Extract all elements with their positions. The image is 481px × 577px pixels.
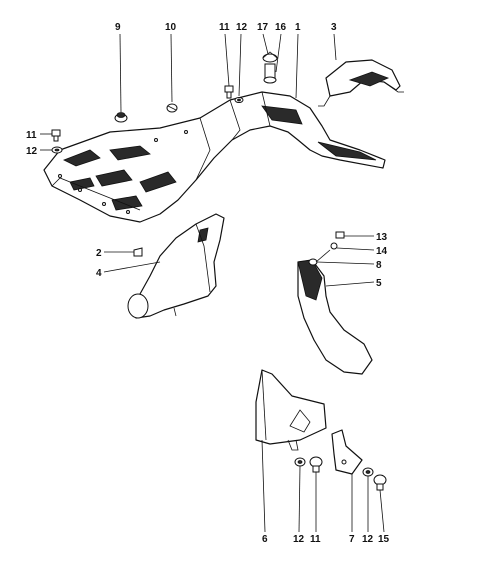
callout-7: 7 xyxy=(349,534,355,545)
bolt-11-bottom xyxy=(309,456,323,473)
washer-12-bottom-left xyxy=(294,457,306,467)
callout-2: 2 xyxy=(96,248,102,259)
hardware-13-14-8 xyxy=(308,231,345,266)
washer-12-left xyxy=(51,146,63,154)
callout-1: 1 xyxy=(295,22,301,33)
callout-14: 14 xyxy=(376,246,388,257)
callout-13: 13 xyxy=(376,232,388,243)
bolt-11-left xyxy=(51,129,61,142)
bolt-15 xyxy=(373,474,387,491)
grommet-9 xyxy=(114,112,128,123)
washer-12-top xyxy=(234,97,244,103)
leader-lines xyxy=(40,33,385,533)
callout-5: 5 xyxy=(376,278,382,289)
callout-6: 6 xyxy=(262,534,268,545)
callout-3: 3 xyxy=(331,22,337,33)
callout-11-left: 11 xyxy=(26,130,37,141)
plug-10 xyxy=(166,103,178,113)
callout-9: 9 xyxy=(115,22,121,33)
callout-15: 15 xyxy=(378,534,390,545)
part-4-air-duct xyxy=(127,213,225,319)
clip-17 xyxy=(262,51,278,63)
callout-labels: 9 10 11 12 17 16 3 1 11 12 2 4 13 14 8 5… xyxy=(26,22,390,545)
callout-12-bottom-b: 12 xyxy=(362,534,374,545)
callout-16: 16 xyxy=(275,22,287,33)
callout-11: 11 xyxy=(219,22,230,33)
part-6-bracket xyxy=(255,369,327,451)
callout-8: 8 xyxy=(376,260,382,271)
sleeve-16 xyxy=(263,63,277,84)
part-5-curved-duct xyxy=(297,259,373,375)
bolt-11-top xyxy=(224,85,234,99)
callout-12: 12 xyxy=(236,22,248,33)
callout-17: 17 xyxy=(257,22,269,33)
callout-11-bottom: 11 xyxy=(310,534,321,545)
washer-12-bottom-right xyxy=(362,467,374,477)
callout-12-left: 12 xyxy=(26,146,38,157)
part-7-small-bracket xyxy=(331,429,363,475)
clip-2 xyxy=(133,247,143,257)
callout-4: 4 xyxy=(96,268,102,279)
callout-12-bottom-a: 12 xyxy=(293,534,305,545)
part-1-undertray xyxy=(43,91,386,223)
part-3-cover xyxy=(318,59,404,107)
callout-10: 10 xyxy=(165,22,177,33)
